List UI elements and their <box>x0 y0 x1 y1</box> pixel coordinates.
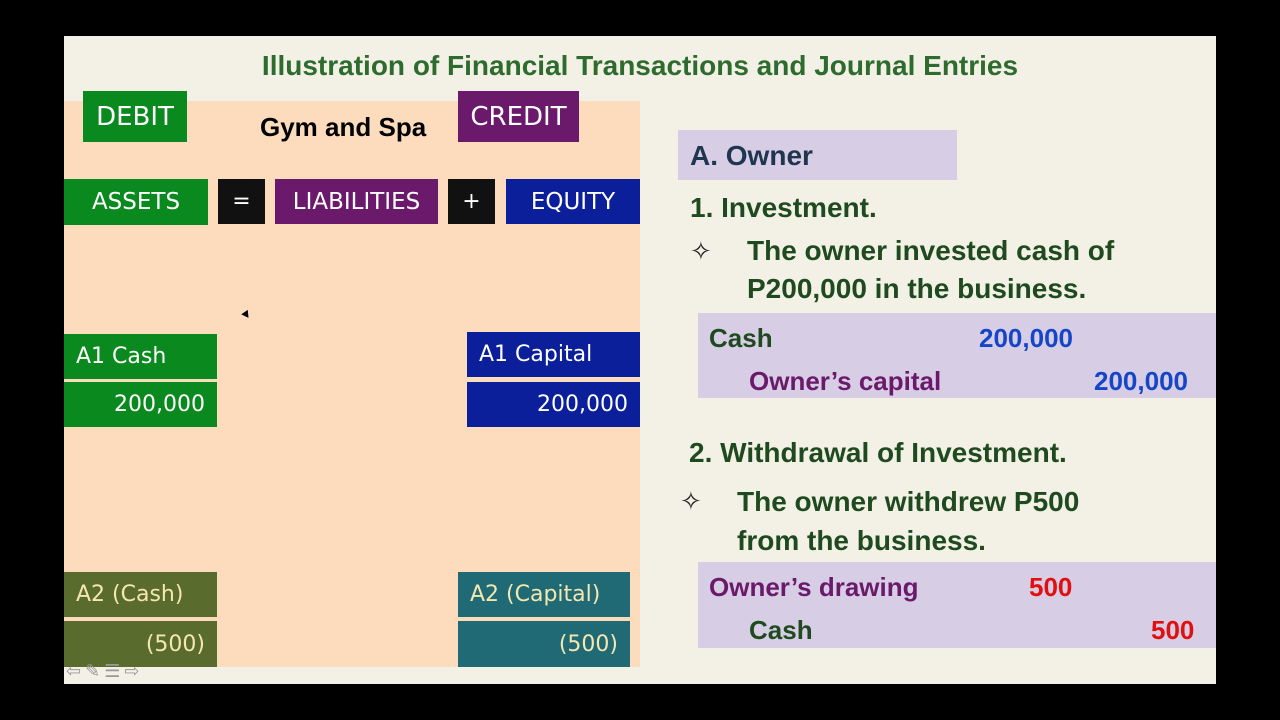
item2-credit-amount: 500 <box>1151 615 1195 645</box>
item1-debit-account: Cash <box>709 323 773 353</box>
entry-a2-cash-amount: (500) <box>64 621 217 667</box>
credit-label: CREDIT <box>458 91 579 142</box>
item2-bullet-icon: ✧ <box>680 486 702 516</box>
next-slide-icon[interactable]: ⇨ <box>124 661 140 682</box>
entry-a1-capital-label: A1 Capital <box>467 332 640 377</box>
section-owner-heading: A. Owner <box>690 140 813 171</box>
assets-header: ASSETS <box>64 179 208 225</box>
item2-text-line2: from the business. <box>737 525 986 556</box>
previous-slide-icon[interactable]: ⇦ <box>66 661 82 682</box>
item2-debit-amount: 500 <box>1029 572 1073 602</box>
business-name: Gym and Spa <box>260 112 427 142</box>
slide-title: Illustration of Financial Transactions a… <box>261 50 1019 81</box>
entry-a1-capital-amount: 200,000 <box>467 382 640 427</box>
item1-heading: 1. Investment. <box>690 192 877 223</box>
equity-header: EQUITY <box>506 179 640 224</box>
equals-sign: = <box>218 179 265 224</box>
item2-journal-entry <box>698 562 1216 648</box>
item1-credit-account: Owner’s capital <box>749 366 942 396</box>
pen-icon[interactable]: ✎ <box>85 661 101 682</box>
menu-icon[interactable]: ☰ <box>104 661 121 682</box>
item2-text-line1: The owner withdrew P500 <box>737 486 1080 517</box>
item1-text-line2: P200,000 in the business. <box>747 273 1087 304</box>
item2-debit-account: Owner’s drawing <box>709 572 919 602</box>
entry-a2-capital-label: A2 (Capital) <box>458 572 630 617</box>
slideshow-toolbar: ⇦ ✎ ☰ ⇨ <box>66 663 139 681</box>
item1-text-line1: The owner invested cash of <box>747 235 1115 266</box>
item2-credit-account: Cash <box>749 615 813 645</box>
plus-sign: + <box>448 179 495 224</box>
entry-a2-capital-amount: (500) <box>458 621 630 667</box>
liabilities-header: LIABILITIES <box>275 179 438 224</box>
entry-a1-cash-label: A1 Cash <box>64 334 217 379</box>
section-owner-box <box>678 130 957 180</box>
item2-heading: 2. Withdrawal of Investment. <box>689 437 1067 468</box>
entry-a1-cash-amount: 200,000 <box>64 382 217 427</box>
item1-journal-entry <box>698 313 1216 398</box>
entry-a2-cash-label: A2 (Cash) <box>64 572 217 617</box>
debit-label: DEBIT <box>83 91 187 142</box>
slide: Illustration of Financial Transactions a… <box>64 36 1216 684</box>
item1-bullet-icon: ✧ <box>690 236 712 266</box>
item1-debit-amount: 200,000 <box>979 323 1073 353</box>
item1-credit-amount: 200,000 <box>1094 366 1188 396</box>
